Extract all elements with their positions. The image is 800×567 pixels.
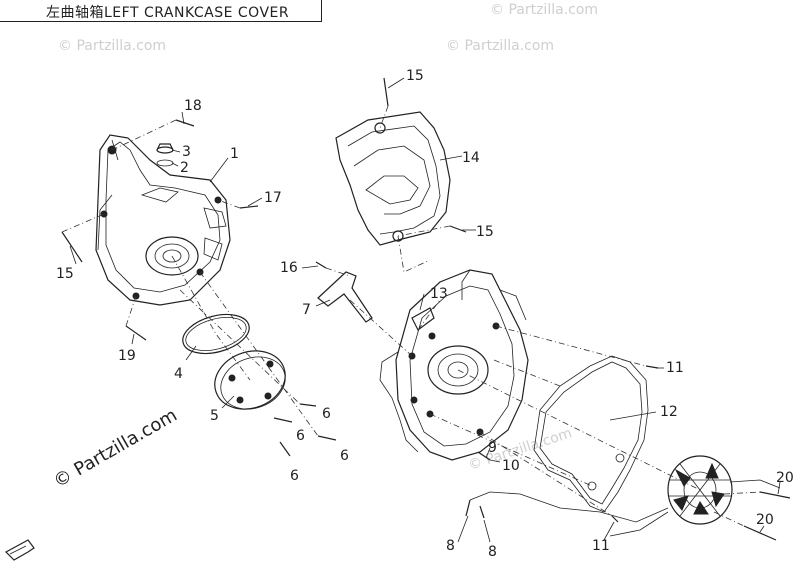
callout-5: 5 [210, 408, 219, 424]
stator-part [609, 455, 781, 537]
callout-18: 18 [184, 98, 202, 114]
gasket-part [533, 355, 649, 513]
callout-8a: 8 [446, 538, 455, 554]
wire-harness [469, 491, 669, 523]
callout-11b: 11 [592, 538, 610, 554]
callout-2: 2 [180, 160, 189, 176]
callout-13: 13 [430, 286, 448, 302]
watermark-faint-2: © Partzilla.com [446, 38, 554, 54]
callout-12: 12 [660, 404, 678, 420]
callout-6d: 6 [290, 468, 299, 484]
watermark-faint-1: © Partzilla.com [58, 38, 166, 54]
watermark-main: © Partzilla.com [50, 405, 181, 493]
callout-20b: 20 [756, 512, 774, 528]
callout-20a: 20 [776, 470, 794, 486]
diagram-title: 左曲轴箱LEFT CRANKCASE COVER [46, 2, 289, 22]
assembly-lines [61, 105, 761, 527]
round-cap-part [214, 350, 286, 410]
callout-17: 17 [264, 190, 282, 206]
title-box: 左曲轴箱LEFT CRANKCASE COVER [0, 0, 322, 22]
callout-6c: 6 [340, 448, 349, 464]
callout-15b: 15 [476, 224, 494, 240]
leader-lines [69, 77, 781, 543]
callout-14: 14 [462, 150, 480, 166]
callout-8b: 8 [488, 544, 497, 560]
callout-19: 19 [118, 348, 136, 364]
o-ring-part [182, 313, 250, 355]
callout-1: 1 [230, 146, 239, 162]
left-cover-part [95, 134, 231, 306]
watermark-faint-3: © Partzilla.com [490, 2, 598, 18]
fwd-arrow-icon [5, 539, 35, 561]
callout-16: 16 [280, 260, 298, 276]
plug-and-washer [156, 143, 174, 167]
crankcase-part [379, 269, 529, 461]
callout-15c: 15 [56, 266, 74, 282]
callout-10: 10 [502, 458, 520, 474]
callout-11a: 11 [666, 360, 684, 376]
callout-7: 7 [302, 302, 311, 318]
chain-guide-part [317, 271, 373, 323]
callout-9: 9 [488, 440, 497, 456]
callout-15a: 15 [406, 68, 424, 84]
title-prefix: 左曲轴箱 [46, 5, 104, 21]
callout-labels: 1 2 3 4 5 6 6 6 6 7 8 8 9 10 11 11 12 13… [56, 68, 794, 560]
bolts [61, 77, 791, 541]
callout-3: 3 [182, 144, 191, 160]
title-text: LEFT CRANKCASE COVER [104, 5, 290, 21]
callout-4: 4 [174, 366, 183, 382]
sprocket-cover-part [335, 111, 451, 246]
callout-6a: 6 [322, 406, 331, 422]
callout-6b: 6 [296, 428, 305, 444]
